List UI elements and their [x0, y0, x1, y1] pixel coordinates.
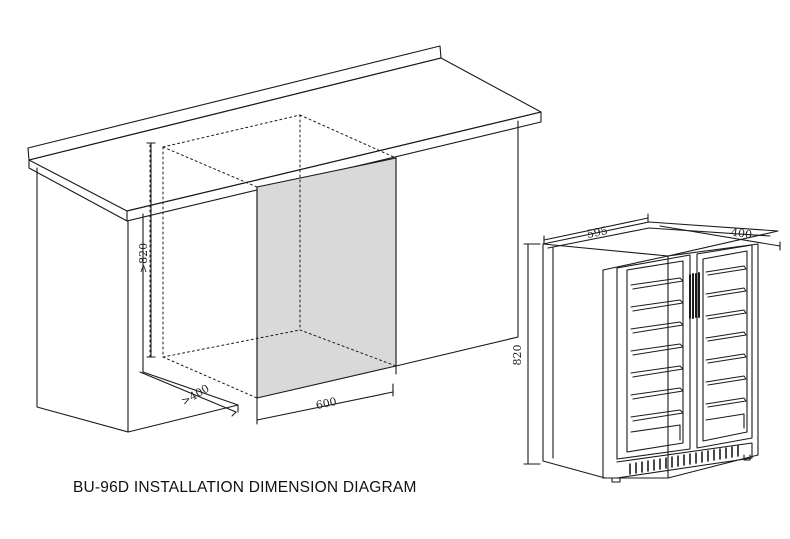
appliance-height-label: 820 — [511, 345, 524, 366]
appliance-width-label: 595 — [586, 224, 609, 241]
cabinet-height-label: >820 — [137, 243, 150, 273]
appliance-drawing — [523, 213, 781, 483]
diagram-title: BU-96D INSTALLATION DIMENSION DIAGRAM — [73, 479, 417, 496]
cabinet-width-label: 600 — [315, 395, 338, 412]
appliance-depth-label: 400 — [730, 226, 753, 242]
cabinet-drawing — [27, 45, 542, 433]
